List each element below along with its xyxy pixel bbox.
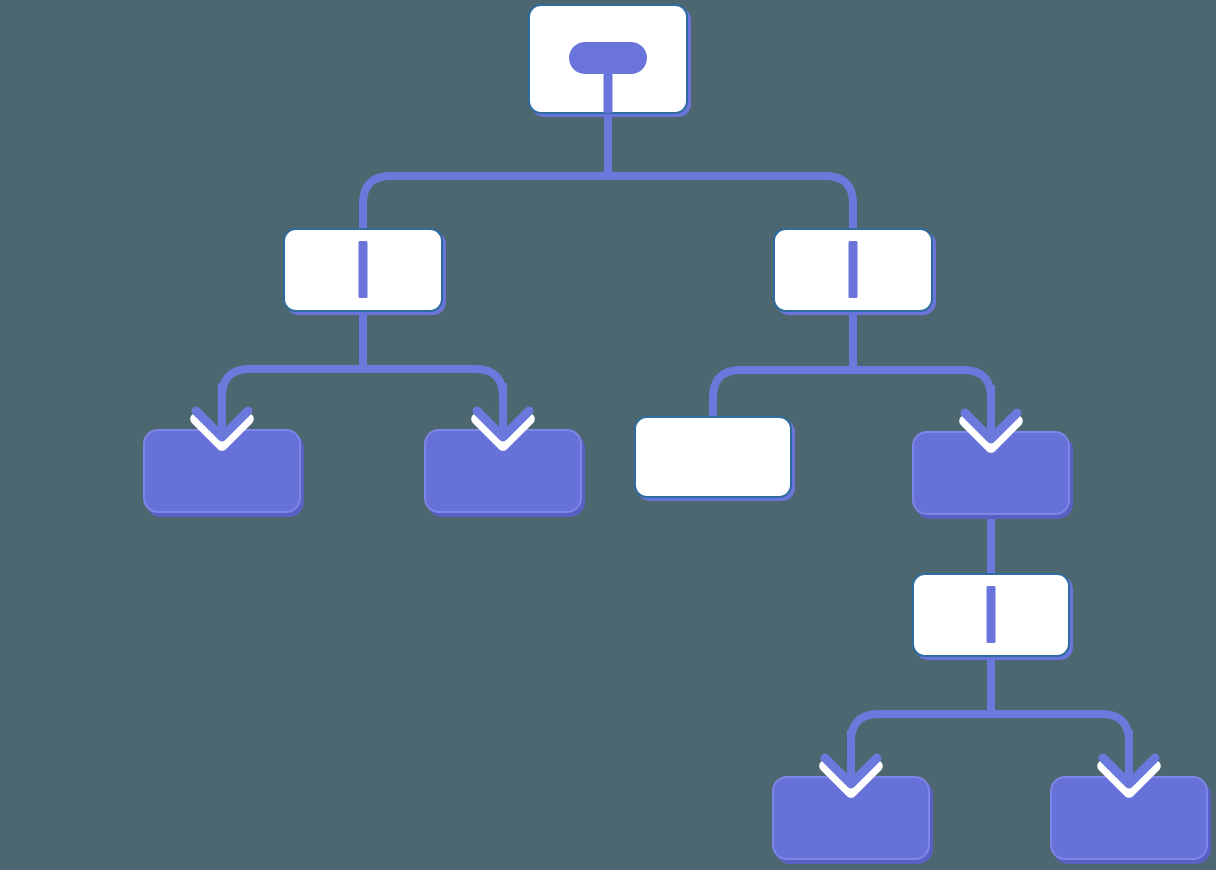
tree-node-split-bottom[interactable]: [912, 573, 1070, 657]
vertical-divider-icon: [986, 586, 996, 643]
tree-node-leaf-2[interactable]: [424, 429, 582, 513]
connector-edge: [709, 366, 853, 420]
tree-node-leaf-1[interactable]: [143, 429, 301, 513]
root-pill-stem: [603, 70, 613, 113]
vertical-divider-icon: [848, 241, 858, 298]
connector-edge: [608, 172, 857, 232]
connector-edge: [359, 172, 608, 232]
tree-node-split-left[interactable]: [283, 228, 443, 312]
tree-node-leaf-4[interactable]: [1050, 776, 1208, 860]
tree-node-mid[interactable]: [912, 431, 1070, 515]
tree-node-blank[interactable]: [634, 416, 792, 498]
connector-edge: [991, 710, 1133, 744]
tree-node-leaf-3[interactable]: [772, 776, 930, 860]
tree-node-root[interactable]: [528, 4, 688, 114]
connector-edge: [853, 366, 995, 400]
root-pill-icon: [569, 42, 647, 74]
connector-edge: [847, 710, 991, 744]
connector-edge: [218, 365, 363, 399]
connector-edge: [363, 365, 507, 399]
tree-node-split-right[interactable]: [773, 228, 933, 312]
vertical-divider-icon: [358, 241, 368, 298]
